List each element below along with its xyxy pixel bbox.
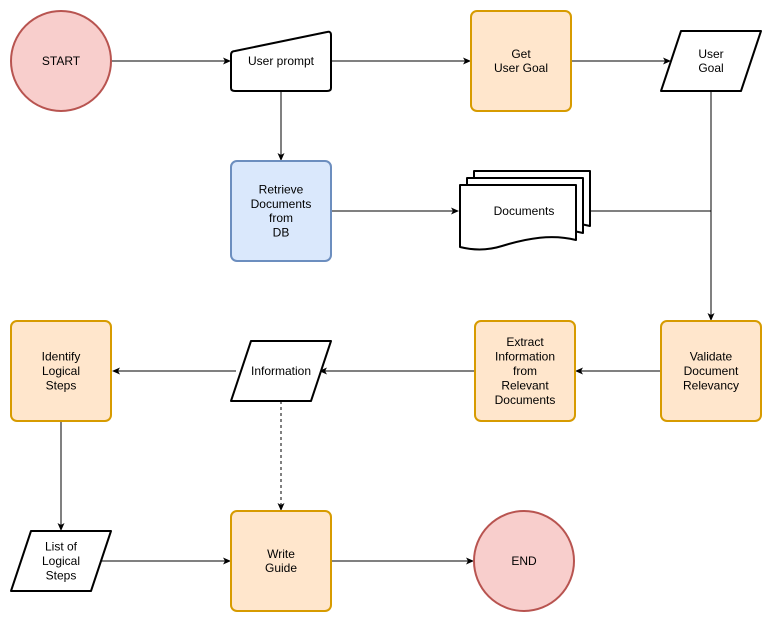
user-prompt-label-line: User prompt	[248, 54, 315, 68]
identify-steps-label-line: Steps	[46, 378, 77, 392]
identify-steps-label-line: Identify	[42, 350, 81, 364]
information-node: Information	[230, 340, 332, 402]
documents-label-line: Documents	[494, 204, 555, 218]
end-label: END	[511, 554, 537, 568]
identify-steps-process-shape	[10, 320, 112, 422]
extract-information-label-line: Documents	[495, 393, 556, 407]
start-terminal-shape	[10, 10, 112, 112]
write-guide-process-shape	[230, 510, 332, 612]
identify-steps-label-line: Logical	[42, 364, 80, 378]
get-user-goal-process-shape	[470, 10, 572, 112]
user-goal-data-shape	[660, 30, 762, 92]
retrieve-documents-label-line: DB	[273, 226, 290, 240]
start-label-line: START	[42, 54, 81, 68]
validate-relevancy-process-shape	[660, 320, 762, 422]
list-of-steps-label-line: Logical	[42, 554, 80, 568]
start-label: START	[42, 54, 81, 68]
retrieve-documents-label-line: Retrieve	[259, 182, 304, 196]
retrieve-documents-process-shape	[230, 160, 332, 262]
get-user-goal-label-line: User Goal	[494, 61, 548, 75]
extract-information-label-line: Extract	[506, 335, 544, 349]
user-prompt-input-shape	[230, 30, 332, 92]
documents-node: Documents	[459, 170, 591, 251]
get-user-goal-label-line: Get	[511, 47, 531, 61]
user-goal-label-line: Goal	[698, 61, 723, 75]
list-of-steps-label-line: Steps	[46, 568, 77, 582]
information-label: Information	[251, 364, 311, 378]
extract-information-label-line: Relevant	[501, 378, 549, 392]
end-node: END	[473, 510, 575, 612]
documents-stack-front	[459, 184, 577, 251]
write-guide-label-line: Write	[267, 547, 295, 561]
end-terminal-shape	[473, 510, 575, 612]
list-of-steps-label-line: List of	[45, 540, 78, 554]
write-guide-label-line: Guide	[265, 561, 297, 575]
retrieve-documents-label-line: Documents	[251, 197, 312, 211]
extract-information-label-line: from	[513, 364, 537, 378]
connectors	[57, 57, 715, 565]
list-of-steps-data-shape	[10, 530, 112, 592]
user-goal-label-line: User	[698, 47, 723, 61]
extract-information-process-shape	[474, 320, 576, 422]
user-prompt-node: User prompt	[230, 30, 332, 92]
extract-information-label-line: Information	[495, 350, 555, 364]
user-prompt-label: User prompt	[248, 54, 315, 68]
validate-relevancy-label-line: Relevancy	[683, 378, 739, 392]
retrieve-documents-label-line: from	[269, 211, 293, 225]
validate-relevancy-label-line: Document	[684, 364, 739, 378]
validate-relevancy-label-line: Validate	[690, 350, 733, 364]
information-data-shape	[230, 340, 332, 402]
documents-label: Documents	[494, 204, 555, 218]
start-node: START	[10, 10, 112, 112]
end-label-line: END	[511, 554, 537, 568]
information-label-line: Information	[251, 364, 311, 378]
